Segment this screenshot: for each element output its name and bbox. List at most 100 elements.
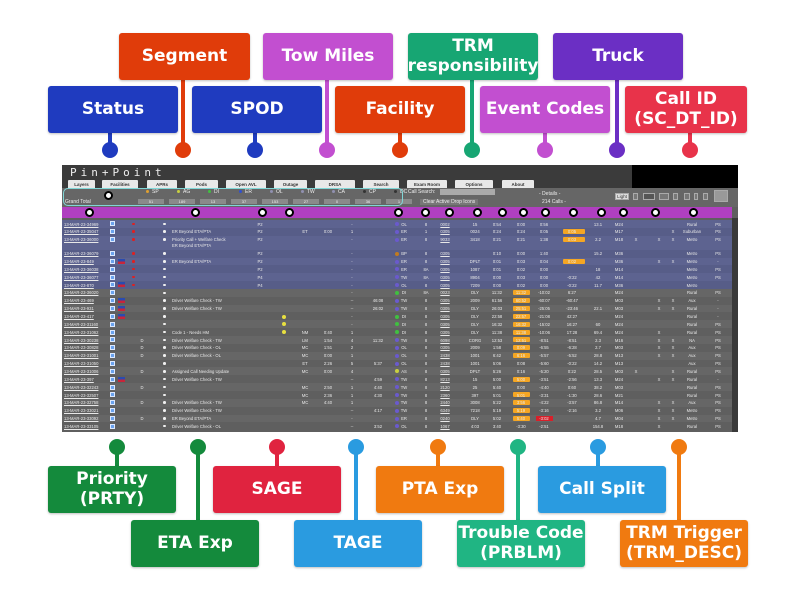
tab-exam-room[interactable]: Exam Room [407,180,447,188]
arrow-icon[interactable] [684,193,690,200]
zoom-select[interactable] [659,193,669,200]
cell-fac[interactable]: 0305 [440,251,450,257]
menu-icon[interactable] [703,193,708,200]
cell-fac[interactable]: 2438 [440,353,450,359]
light-toggle-button[interactable]: Light [615,193,629,200]
plus-button[interactable] [673,193,678,200]
filter-tw[interactable]: TW [307,189,315,195]
cell-fac[interactable]: 2360 [440,392,450,398]
tab-outage[interactable]: Outage [274,180,307,188]
cell-id[interactable]: 13-MAR-23-33105 [64,423,99,429]
cell-fac[interactable]: 0305 [440,282,450,288]
cell-fac[interactable]: 0305 [440,274,450,280]
cell-id[interactable]: 13-MAR-23-870 [64,282,94,288]
cell-id[interactable]: 13-MAR-23-33092 [64,416,99,422]
cell-fac[interactable]: 0305 [440,229,450,235]
tab-aprs[interactable]: APRs [147,180,177,188]
cell-fac[interactable]: 0240 [440,416,450,422]
cell-id[interactable]: 13-MAR-23-31006 [64,368,99,374]
cell-id[interactable]: 13-MAR-23-30238 [64,337,99,343]
cell-id[interactable]: 13-MAR-23-32243 [64,384,99,390]
cell-id[interactable]: 13-MAR-23-31001 [64,353,99,359]
tab-facilities[interactable]: Facilities [102,180,138,188]
cell-fac[interactable]: 0305 [440,368,450,374]
filter-dot-dc[interactable] [394,190,397,193]
cell-fac[interactable]: 8213 [440,376,450,382]
cell-id[interactable]: 13-MAR-23-34969 [64,221,99,227]
cell-id[interactable]: 13-MAR-23-417 [64,314,94,319]
filter-ol[interactable]: OL [276,189,283,195]
cell-id[interactable]: 13-MAR-23-35047 [64,229,99,235]
filter-dot-sp[interactable] [146,190,149,193]
cell-id[interactable]: 13-MAR-23-36038 [64,266,99,272]
filter-dot-ca[interactable] [332,190,335,193]
filter-di[interactable]: DI [214,189,219,195]
cell-fac[interactable]: 9033 [440,237,450,243]
tab-drsa[interactable]: DRSA [315,180,355,188]
tab-options[interactable]: Options [455,180,493,188]
cell-fac[interactable]: 0305 [440,314,450,319]
cell-id[interactable]: 13-MAR-23-36079 [64,251,99,257]
filter-dot-cp[interactable] [363,190,366,193]
cell-id[interactable]: 13-MAR-23-36077 [64,274,99,280]
cell-fac[interactable]: 0002 [440,221,450,227]
filter-dot-di[interactable] [208,190,211,193]
tab-layers[interactable]: Layers [68,180,95,188]
clear-active-drop-icons-button[interactable]: Clear Active Drop Icons [420,199,479,205]
cell-id[interactable]: 13-MAR-23-30828 [64,345,99,351]
cell-id[interactable]: 13-MAR-23-32758 [64,400,99,406]
cell-id[interactable]: 13-MAR-23-469 [64,298,94,304]
cell-id[interactable]: 13-MAR-23-397 [64,376,94,382]
cell-id[interactable]: 13-MAR-23-31062 [64,329,99,335]
cell-fac[interactable]: 2120 [440,384,450,390]
scrollbar[interactable] [732,218,738,432]
chart-icon[interactable] [714,190,728,202]
filter-dot-er[interactable] [239,190,242,193]
filter-dot-tw[interactable] [301,190,304,193]
cell-id[interactable]: 13-MAR-23-849 [64,259,94,265]
cell-fac[interactable]: 0305 [440,321,450,327]
filter-ca[interactable]: CA [338,189,345,195]
pin-icon[interactable] [633,193,638,200]
cell-id[interactable]: 13-MAR-23-36000 [64,237,99,243]
filter-dc[interactable]: DC [400,189,408,195]
cell-fac[interactable]: 6349 [440,408,450,414]
cell-fac[interactable]: 0023 [440,290,450,296]
cell-fac[interactable]: 0305 [440,266,450,272]
cell-fac[interactable]: 1067 [440,423,450,429]
tab-pods[interactable]: Pods [185,180,218,188]
filter-sp[interactable]: SP [152,189,159,195]
minus-button[interactable] [643,193,655,200]
filter-cp[interactable]: CP [369,189,376,195]
cell-fac[interactable]: 0305 [440,329,450,335]
cell-fac[interactable]: 2440 [440,400,450,406]
cell-id[interactable]: 13-MAR-23-36020 [64,290,99,296]
cell-id[interactable]: 13-MAR-23-32507 [64,392,99,398]
cell-id[interactable]: 13-MAR-23-31050 [64,361,99,367]
filter-dot-ol[interactable] [270,190,273,193]
cell-fac[interactable]: 6098 [440,337,450,343]
thermometer-icon[interactable] [694,193,698,200]
